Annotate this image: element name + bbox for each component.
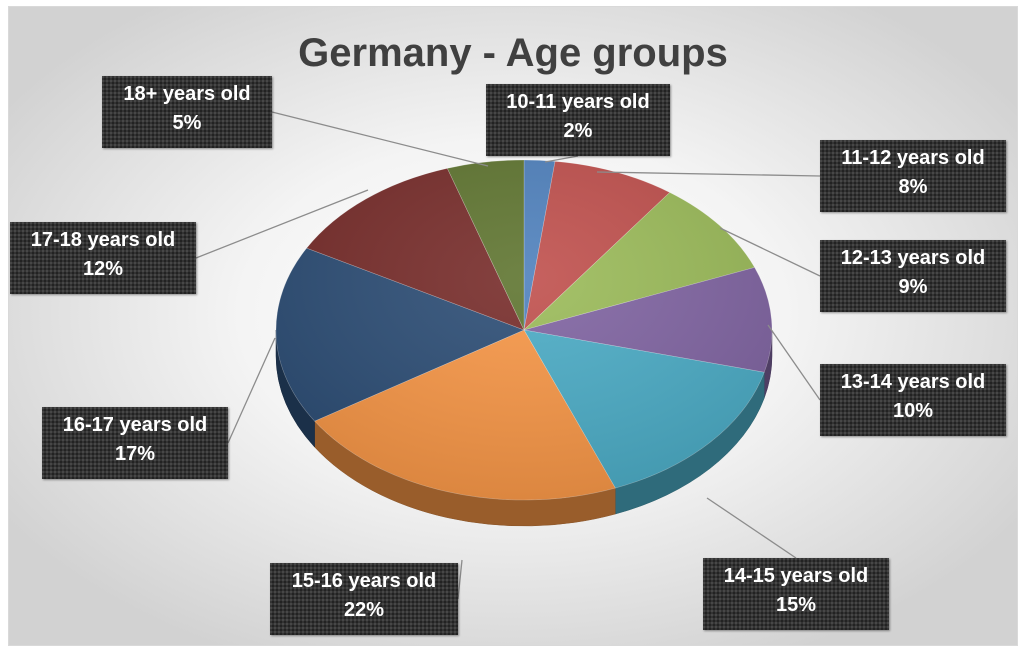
data-label-percent: 22% (343, 599, 385, 621)
data-label-percent: 17% (114, 443, 156, 465)
data-label-category: 18+ years old (123, 83, 251, 105)
leader-line (457, 559, 463, 600)
data-label-category: 15-16 years old (291, 570, 437, 592)
data-label-category: 10-11 years old (506, 91, 650, 113)
data-label-category: 13-14 years old (840, 371, 986, 393)
data-label-percent: 9% (898, 276, 928, 298)
data-label-percent: 2% (563, 120, 593, 142)
data-label: 16-17 years old 17% (42, 407, 228, 479)
leader-line (706, 497, 797, 559)
data-label-percent: 10% (892, 400, 934, 422)
data-label-category: 12-13 years old (840, 247, 986, 269)
data-label-category: 14-15 years old (723, 565, 869, 587)
data-label-percent: 8% (898, 176, 928, 198)
data-label: 10-11 years old 2% (486, 84, 670, 156)
data-label: 17-18 years old 12% (10, 222, 196, 294)
leader-line (596, 171, 821, 177)
data-label: 18+ years old 5% (102, 76, 272, 148)
leader-line (544, 155, 579, 163)
leader-line (227, 337, 276, 444)
data-label: 13-14 years old 10% (820, 364, 1006, 436)
data-label-category: 16-17 years old (62, 414, 208, 436)
data-label: 11-12 years old 8% (820, 140, 1006, 212)
chart-title: Germany - Age groups (298, 31, 728, 75)
data-label-category: 17-18 years old (30, 229, 176, 251)
pie-top-shading (276, 160, 772, 500)
leader-line (271, 111, 489, 167)
data-label: 12-13 years old 9% (820, 240, 1006, 312)
leader-line (767, 324, 821, 401)
leader-line (195, 189, 369, 259)
data-label-category: 11-12 years old (841, 147, 985, 169)
data-label-percent: 5% (172, 112, 202, 134)
data-label-percent: 12% (82, 258, 124, 280)
leader-line (719, 227, 821, 277)
data-label: 14-15 years old 15% (703, 558, 889, 630)
data-label-percent: 15% (775, 594, 817, 616)
data-label: 15-16 years old 22% (270, 563, 458, 635)
